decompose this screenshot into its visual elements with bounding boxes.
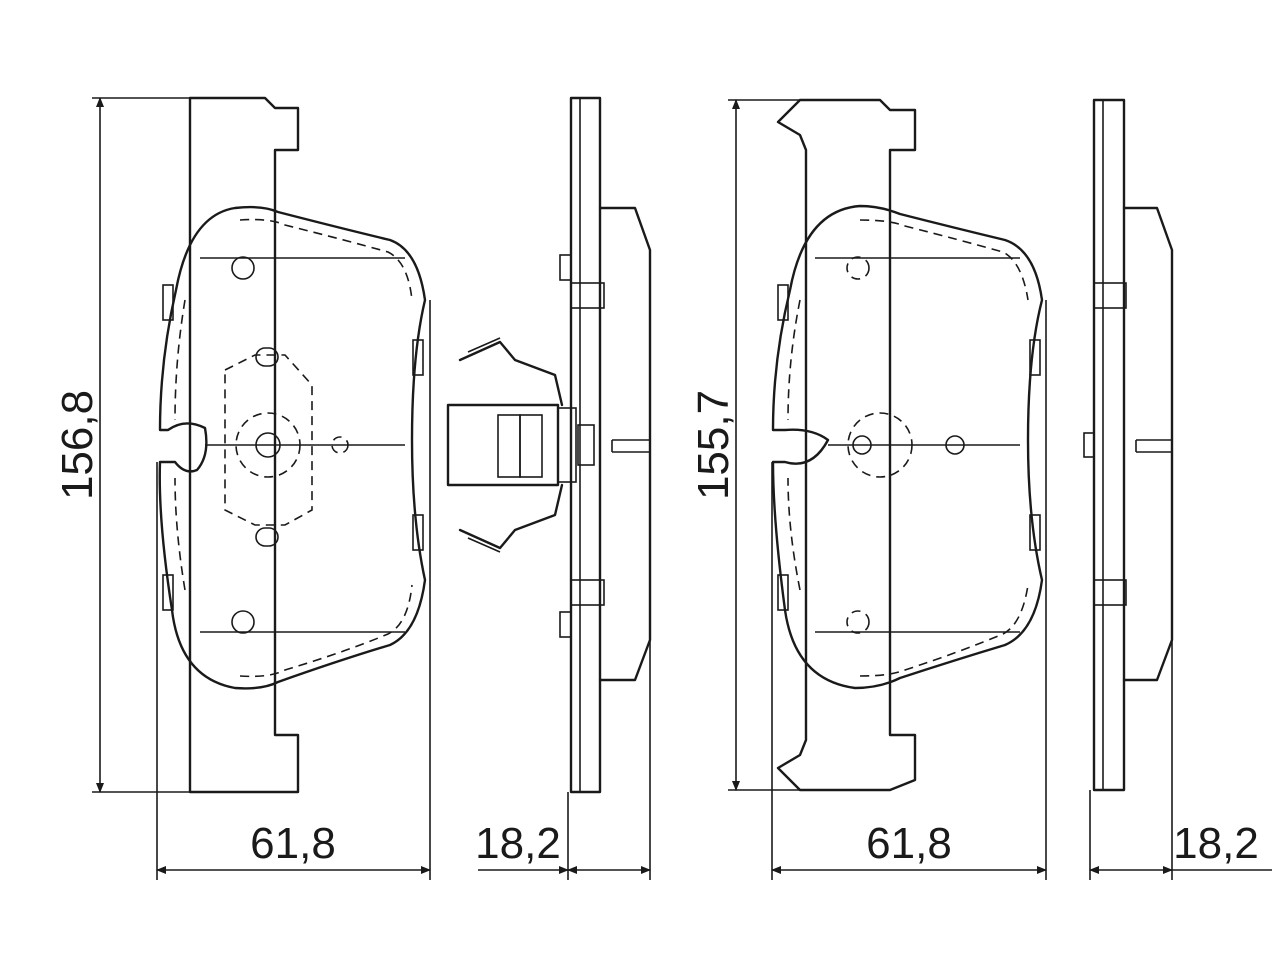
pad-1-backing-plate [188, 96, 300, 794]
pad-2-height-label: 155,7 [689, 390, 738, 500]
pad-1-thickness-label: 18,2 [475, 819, 561, 868]
pad-2-shim-left-bottom [777, 574, 789, 611]
pad-2-height-dimension: 155,7 [689, 99, 800, 791]
pad-1-lower-lug [255, 527, 279, 547]
pad-1-upper-hole [231, 256, 255, 280]
pad-2-sensor-ring [847, 412, 913, 478]
pad-2-friction-material [771, 204, 1044, 690]
pad-1-shim-left-top [162, 284, 174, 321]
pad-1-side-backing [569, 96, 602, 794]
pad-1-friction-inner-edge [174, 218, 413, 678]
pad-1-width-dimension: 61,8 [156, 300, 431, 880]
pad-2-upper-hole [846, 256, 870, 280]
pad-2-shim-left-top [777, 284, 789, 321]
pad-1-side-friction [598, 206, 652, 682]
pad-1-side-view [446, 96, 652, 794]
pad-2-side-upper-tab [1093, 282, 1127, 309]
pad-1-width-label: 61,8 [250, 819, 336, 868]
pad-1-wear-sensor-clip [446, 337, 577, 553]
pad-1-friction-material [158, 205, 427, 690]
pad-1-sensor-mount-outline [224, 354, 313, 526]
pad-1-side-lower-tab [570, 579, 605, 606]
pad-2-side-view [1083, 98, 1174, 792]
pad-1-shim-right-bottom [412, 514, 424, 551]
pad-2-thickness-dimension: 18,2 [1089, 640, 1272, 880]
pad-1-shim-left-bottom [162, 574, 174, 611]
pad-2-thickness-label: 18,2 [1173, 819, 1259, 868]
pad-2-side-friction [1122, 206, 1174, 682]
pad-1-height-dimension: 156,8 [53, 97, 190, 793]
pad-2-lower-hole [846, 610, 870, 634]
pad-1-side-pin [577, 424, 595, 466]
pad-1-upper-lug [255, 347, 279, 367]
pad-1-shim-right-top [412, 339, 424, 376]
pad-1-front-view [158, 96, 427, 794]
pad-1-side-upper-tab [570, 282, 605, 309]
pad-2-side-backing [1092, 98, 1126, 792]
pad-2-shim-right-top [1029, 339, 1041, 376]
pad-2-front-view [771, 98, 1044, 792]
pad-2-side-lower-tab [1093, 579, 1127, 606]
pad-1-sensor-ring [235, 412, 301, 478]
pad-2-width-label: 61,8 [866, 819, 952, 868]
pad-2-backing-plate [776, 98, 917, 792]
pad-2-shim-right-bottom [1029, 514, 1041, 551]
pad-1-height-label: 156,8 [53, 390, 102, 500]
pad-2-pin-right [945, 435, 965, 455]
pad-2-width-dimension: 61,8 [771, 300, 1047, 880]
pad-2-pin-left [852, 435, 872, 455]
pad-1-thickness-dimension: 18,2 [475, 640, 651, 880]
pad-1-pin-hole [331, 436, 349, 454]
pad-1-sensor-center [255, 432, 281, 458]
pad-1-lower-hole [231, 610, 255, 634]
